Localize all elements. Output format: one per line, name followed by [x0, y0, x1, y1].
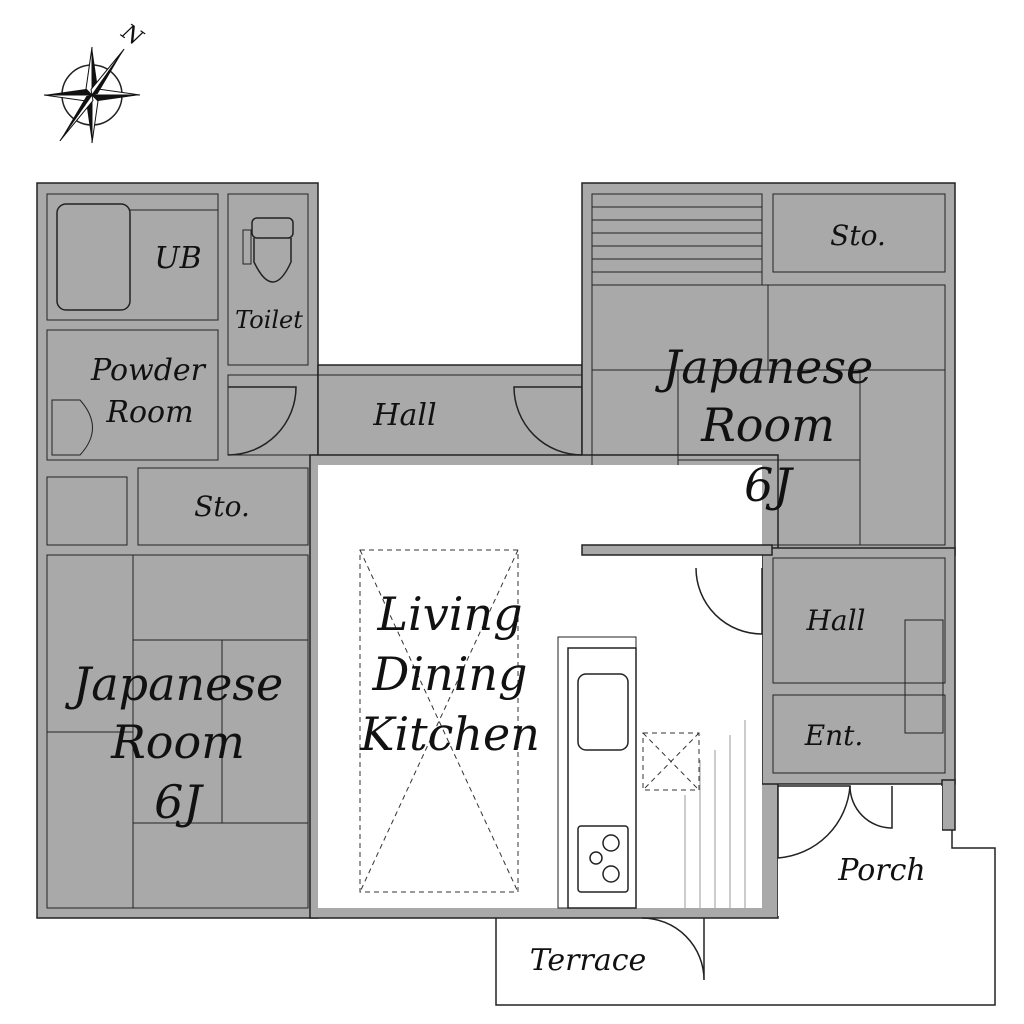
label-powder: Powder [90, 353, 207, 388]
label-japanese-right-3: 6J [744, 458, 794, 512]
room-ub [46, 193, 219, 321]
label-toilet: Toilet [235, 306, 303, 334]
label-japanese-right-2: Room [700, 398, 835, 452]
wall-hall [317, 364, 583, 466]
label-hall-right: Hall [805, 604, 865, 637]
room-powder [46, 329, 219, 461]
label-japanese-left-3: 6J [154, 775, 204, 829]
terrace-door [641, 917, 705, 981]
terrace-outline [495, 830, 996, 1006]
room-entrance [772, 694, 946, 774]
sink-icon [577, 673, 629, 751]
label-japanese-right-1: Japanese [655, 340, 873, 394]
label-hall-top: Hall [372, 398, 436, 433]
label-ldk-3: Kitchen [359, 707, 540, 761]
kitchen-counter [567, 647, 637, 909]
bathtub-icon [56, 203, 131, 311]
north-label: N [116, 19, 148, 52]
wall-porch [941, 779, 956, 831]
room-hall-top [227, 374, 583, 456]
label-japanese-left-2: Room [110, 715, 245, 769]
closet [46, 476, 128, 546]
door-swing [695, 567, 763, 635]
label-ldk-2: Dining [371, 647, 527, 701]
label-ent: Ent. [804, 719, 864, 752]
compass-rose-icon [43, 46, 141, 144]
washbasin-icon [51, 399, 93, 456]
door-swing [227, 386, 297, 456]
room-sto-right [772, 193, 946, 273]
wall-entrance [761, 547, 956, 785]
shoe-cabinet [904, 619, 944, 734]
label-terrace: Terrace [530, 943, 647, 978]
room-hall-right [772, 557, 946, 684]
label-sto-left: Sto. [194, 490, 250, 523]
label-sto-right: Sto. [830, 219, 886, 252]
room-sto-left [137, 467, 309, 546]
room-toilet [227, 193, 309, 366]
label-ub: UB [154, 241, 201, 276]
label-powder-room: Room [105, 395, 193, 430]
stove-icon [577, 825, 629, 893]
label-porch: Porch [837, 853, 926, 888]
label-ldk-1: Living [376, 587, 522, 641]
door-swing [513, 386, 583, 456]
toilet-icon [242, 217, 294, 283]
ceiling-opening [359, 549, 519, 893]
wall-left-block [36, 182, 319, 919]
label-japanese-left-1: Japanese [65, 657, 283, 711]
